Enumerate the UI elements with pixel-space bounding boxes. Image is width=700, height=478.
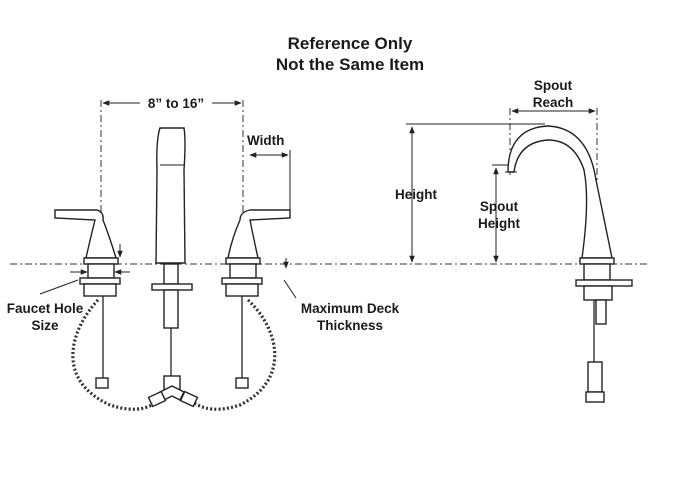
spout-reach-label-1: Spout <box>534 78 573 93</box>
width-label: Width <box>247 133 284 148</box>
left-hose-fitting <box>95 377 109 389</box>
side-view: Height Spout Height Spout Reach <box>395 78 633 403</box>
faucet-hole-leader <box>39 279 79 295</box>
spout-height-label-1: Spout <box>480 199 519 214</box>
front-view: 8” to 16” Width <box>39 96 297 411</box>
right-hose-fitting <box>235 377 249 389</box>
right-handle <box>221 209 291 330</box>
deck-thickness-leader <box>283 279 297 299</box>
deck-thickness-label-2: Thickness <box>317 318 383 333</box>
left-supply-hose <box>71 298 162 411</box>
faucet-hole-label-2: Size <box>31 318 59 333</box>
right-supply-hose <box>186 298 277 411</box>
title-line-1: Reference Only <box>288 34 413 53</box>
height-label: Height <box>395 187 438 202</box>
center-spout <box>151 127 193 378</box>
title-line-2: Not the Same Item <box>276 55 424 74</box>
spout-height-label-2: Height <box>478 216 521 231</box>
deck-thickness-label-1: Maximum Deck <box>301 301 400 316</box>
tee-fitting <box>147 375 199 408</box>
spout-reach-label-2: Reach <box>533 95 574 110</box>
gooseneck-spout <box>505 125 633 403</box>
spread-label: 8” to 16” <box>148 96 204 111</box>
faucet-hole-label-1: Faucet Hole <box>7 301 84 316</box>
left-handle <box>54 209 121 330</box>
